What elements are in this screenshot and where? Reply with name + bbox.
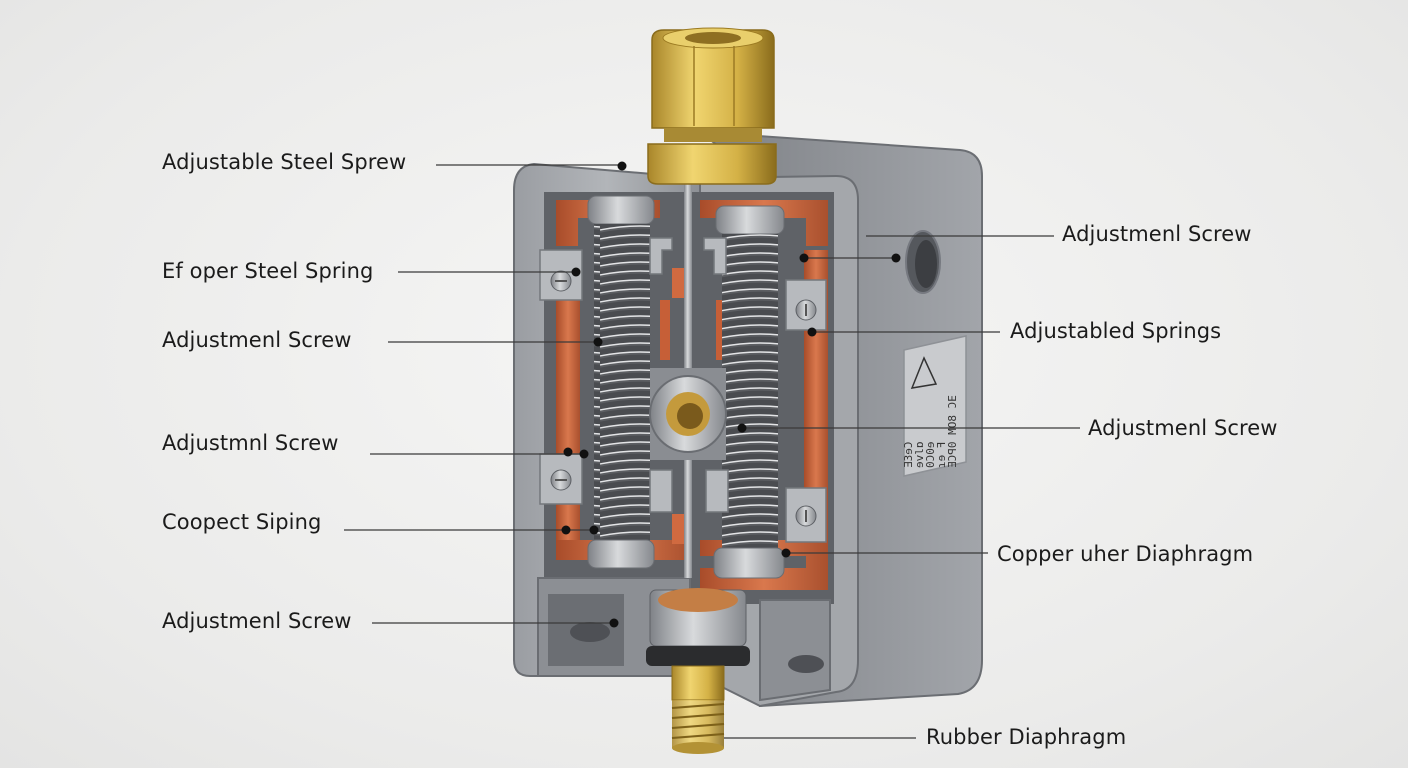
bracket-screws (550, 270, 817, 527)
warning-plate-line: ɿɘ ꟻ (935, 442, 948, 468)
label-adjustment-screw-left-3: Adjustmenl Screw (162, 328, 352, 352)
right-spring (713, 205, 785, 579)
leader-dot (891, 253, 901, 263)
warning-plate-line: ɘvlɒ (913, 442, 926, 469)
leader-dot (571, 267, 581, 277)
leader-dot (617, 161, 627, 171)
label-adjustment-screw-left-6: Adjustmenl Screw (162, 609, 352, 633)
label-adjustable-steel-sprew: Adjustable Steel Sprew (162, 150, 407, 174)
leader-dot (589, 525, 599, 535)
leader-dots (561, 161, 901, 628)
bottom-fitting (646, 588, 750, 754)
left-spring (587, 195, 655, 569)
leader-dot (737, 423, 747, 433)
leader-dot (593, 337, 603, 347)
label-rubber-diaphragm: Rubber Diaphragm (926, 725, 1127, 749)
label-coopect-siping: Coopect Siping (162, 510, 322, 534)
center-hub (649, 368, 727, 460)
leader-dot (579, 449, 589, 459)
warning-plate-line: Ǝ3ɘƆ (902, 442, 915, 469)
leader-dot (609, 618, 619, 628)
label-copper-uher-diaphragm: Copper uher Diaphragm (997, 542, 1254, 566)
label-adjustment-screw-right-1: Adjustmenl Screw (1062, 222, 1252, 246)
leader-dot (807, 327, 817, 337)
leader-dot (563, 447, 573, 457)
label-adjustment-screw-right-3: Adjustmenl Screw (1088, 416, 1278, 440)
label-adjustabled-springs: Adjustabled Springs (1010, 319, 1222, 343)
leader-dot (781, 548, 791, 558)
label-ef-oper-steel-spring: Ef oper Steel Spring (162, 259, 374, 283)
label-adjustment-screw-left-4: Adjustmnl Screw (162, 431, 339, 455)
leader-dot (799, 253, 809, 263)
warning-plate-line: 0Ɔ0ɘ (924, 442, 937, 469)
leader-dot (561, 525, 571, 535)
warning-plate-line: ƎƆꟼ0 MO8 ƆE (946, 395, 959, 468)
leader-lines (344, 164, 1080, 739)
top-brass-fitting (647, 27, 777, 185)
warning-plate (903, 335, 967, 477)
